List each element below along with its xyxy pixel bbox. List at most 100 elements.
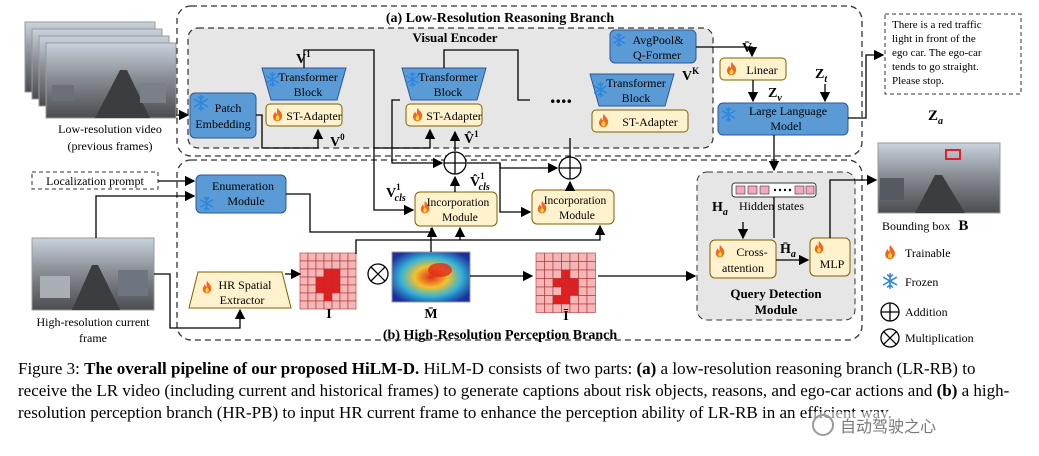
bounding-box-image bbox=[877, 142, 1001, 214]
grid-cell bbox=[561, 252, 571, 262]
legend: Trainable Frozen Addition Multiplication bbox=[880, 244, 974, 348]
st-adapter-1-label: ST-Adapter bbox=[286, 109, 342, 123]
grid-cell bbox=[299, 260, 309, 270]
legend-trainable-label: Trainable bbox=[905, 246, 951, 260]
grid-cell bbox=[323, 276, 333, 286]
grid-cell bbox=[544, 269, 554, 279]
transformer-block-1-label-2: Block bbox=[294, 85, 323, 99]
grid-cell bbox=[299, 284, 309, 294]
grid-cell bbox=[323, 284, 333, 294]
grid-cell bbox=[544, 295, 554, 305]
hr-branch-title: (b) High-Resolution Perception Branch bbox=[383, 328, 617, 343]
mbar-label: M̄ bbox=[424, 307, 437, 322]
grid-cell bbox=[569, 286, 579, 296]
grid-cell bbox=[535, 303, 545, 313]
llm-label-1: Large Language bbox=[749, 104, 827, 118]
grid-cell bbox=[578, 295, 588, 305]
transformer-block-1-label-1: Transformer bbox=[278, 70, 338, 84]
figure-caption: Figure 3: The overall pipeline of our pr… bbox=[18, 358, 1018, 424]
grid-cell bbox=[535, 286, 545, 296]
grid-cell bbox=[347, 268, 357, 278]
grid-cell bbox=[586, 286, 596, 296]
lr-branch-container bbox=[176, 5, 863, 157]
cross-attention-label-2: attention bbox=[722, 261, 764, 275]
legend-addition-label: Addition bbox=[905, 305, 948, 319]
grid-cell bbox=[347, 300, 357, 310]
caption-bold-title: The overall pipeline of our proposed HiL… bbox=[84, 359, 420, 378]
cross-attention-label-1: Cross- bbox=[736, 245, 767, 259]
st-adapter-k bbox=[591, 109, 689, 133]
grid-cell bbox=[569, 278, 579, 288]
zv-label: Zv bbox=[768, 86, 782, 104]
grid-cell bbox=[347, 260, 357, 270]
grid-cell bbox=[299, 252, 309, 262]
grid-cell bbox=[331, 276, 341, 286]
hr-branch-container bbox=[176, 159, 863, 341]
hr-frame-label-2: frame bbox=[79, 331, 107, 345]
grid-cell bbox=[578, 252, 588, 262]
addition-operator-1 bbox=[443, 151, 467, 175]
grid-cell bbox=[315, 276, 325, 286]
mlp-label: MLP bbox=[820, 257, 845, 271]
watermark-text: 自动驾驶之心 bbox=[840, 417, 937, 436]
zt-label: Zt bbox=[815, 67, 828, 85]
grid-cell bbox=[347, 252, 357, 262]
incorporation-1-label-2: Module bbox=[442, 212, 478, 224]
grid-cell bbox=[339, 292, 349, 302]
llm-label-2: Model bbox=[770, 119, 802, 133]
grid-cell bbox=[307, 260, 317, 270]
grid-cell bbox=[578, 278, 588, 288]
ha-label: Ha bbox=[712, 200, 728, 218]
grid-cell bbox=[315, 300, 325, 310]
caption-a-marker: (a) bbox=[636, 359, 657, 378]
grid-cell bbox=[339, 300, 349, 310]
output-text-box bbox=[884, 13, 1022, 95]
feature-grid-ibar bbox=[535, 252, 596, 313]
grid-cell bbox=[586, 261, 596, 271]
transformer-block-k bbox=[589, 73, 675, 107]
linear-label: Linear bbox=[746, 63, 777, 77]
query-detection-label-2: Module bbox=[755, 302, 798, 317]
grid-cell bbox=[569, 261, 579, 271]
ellipsis-dots: .... bbox=[550, 83, 572, 108]
grid-cell bbox=[331, 284, 341, 294]
grid-cell bbox=[323, 260, 333, 270]
hr-current-frame bbox=[31, 237, 155, 311]
grid-cell bbox=[578, 269, 588, 279]
wechat-icon bbox=[812, 414, 834, 436]
grid-cell bbox=[315, 292, 325, 302]
lr-video-frames bbox=[24, 21, 177, 119]
patch-embedding-label-1: Patch bbox=[215, 101, 242, 115]
grid-cell bbox=[299, 276, 309, 286]
hr-extractor-label-2: Extractor bbox=[220, 293, 265, 307]
addition-operator-2 bbox=[558, 156, 582, 180]
visual-encoder-title: Visual Encoder bbox=[412, 30, 497, 45]
legend-multiplication-label: Multiplication bbox=[905, 331, 974, 345]
hbar-a-label: H̄a bbox=[780, 242, 796, 260]
grid-cell bbox=[544, 278, 554, 288]
grid-cell bbox=[544, 286, 554, 296]
transformer-block-k-label-2: Block bbox=[622, 91, 651, 105]
enumeration-label-1: Enumeration bbox=[212, 179, 274, 193]
caption-text-2: a low-resolution reasoning branch (LR-RB… bbox=[18, 359, 976, 400]
avgpool-label-2: Q-Former bbox=[633, 48, 681, 62]
hidden-states-tokens bbox=[731, 182, 817, 198]
transformer-block-2-label-1: Transformer bbox=[418, 70, 478, 84]
caption-prefix: Figure 3: bbox=[18, 359, 85, 378]
grid-cell bbox=[307, 268, 317, 278]
grid-cell bbox=[315, 260, 325, 270]
incorporation-2-label-2: Module bbox=[559, 210, 595, 222]
grid-cell bbox=[315, 284, 325, 294]
grid-cell bbox=[552, 278, 562, 288]
output-text: There is a red traffic light in front of… bbox=[892, 19, 984, 87]
st-adapter-2 bbox=[405, 103, 483, 127]
v1-label: V1 bbox=[296, 49, 311, 67]
grid-cell bbox=[323, 292, 333, 302]
grid-cell bbox=[331, 260, 341, 270]
grid-cell bbox=[561, 295, 571, 305]
llm-box bbox=[717, 102, 849, 136]
grid-cell bbox=[339, 260, 349, 270]
